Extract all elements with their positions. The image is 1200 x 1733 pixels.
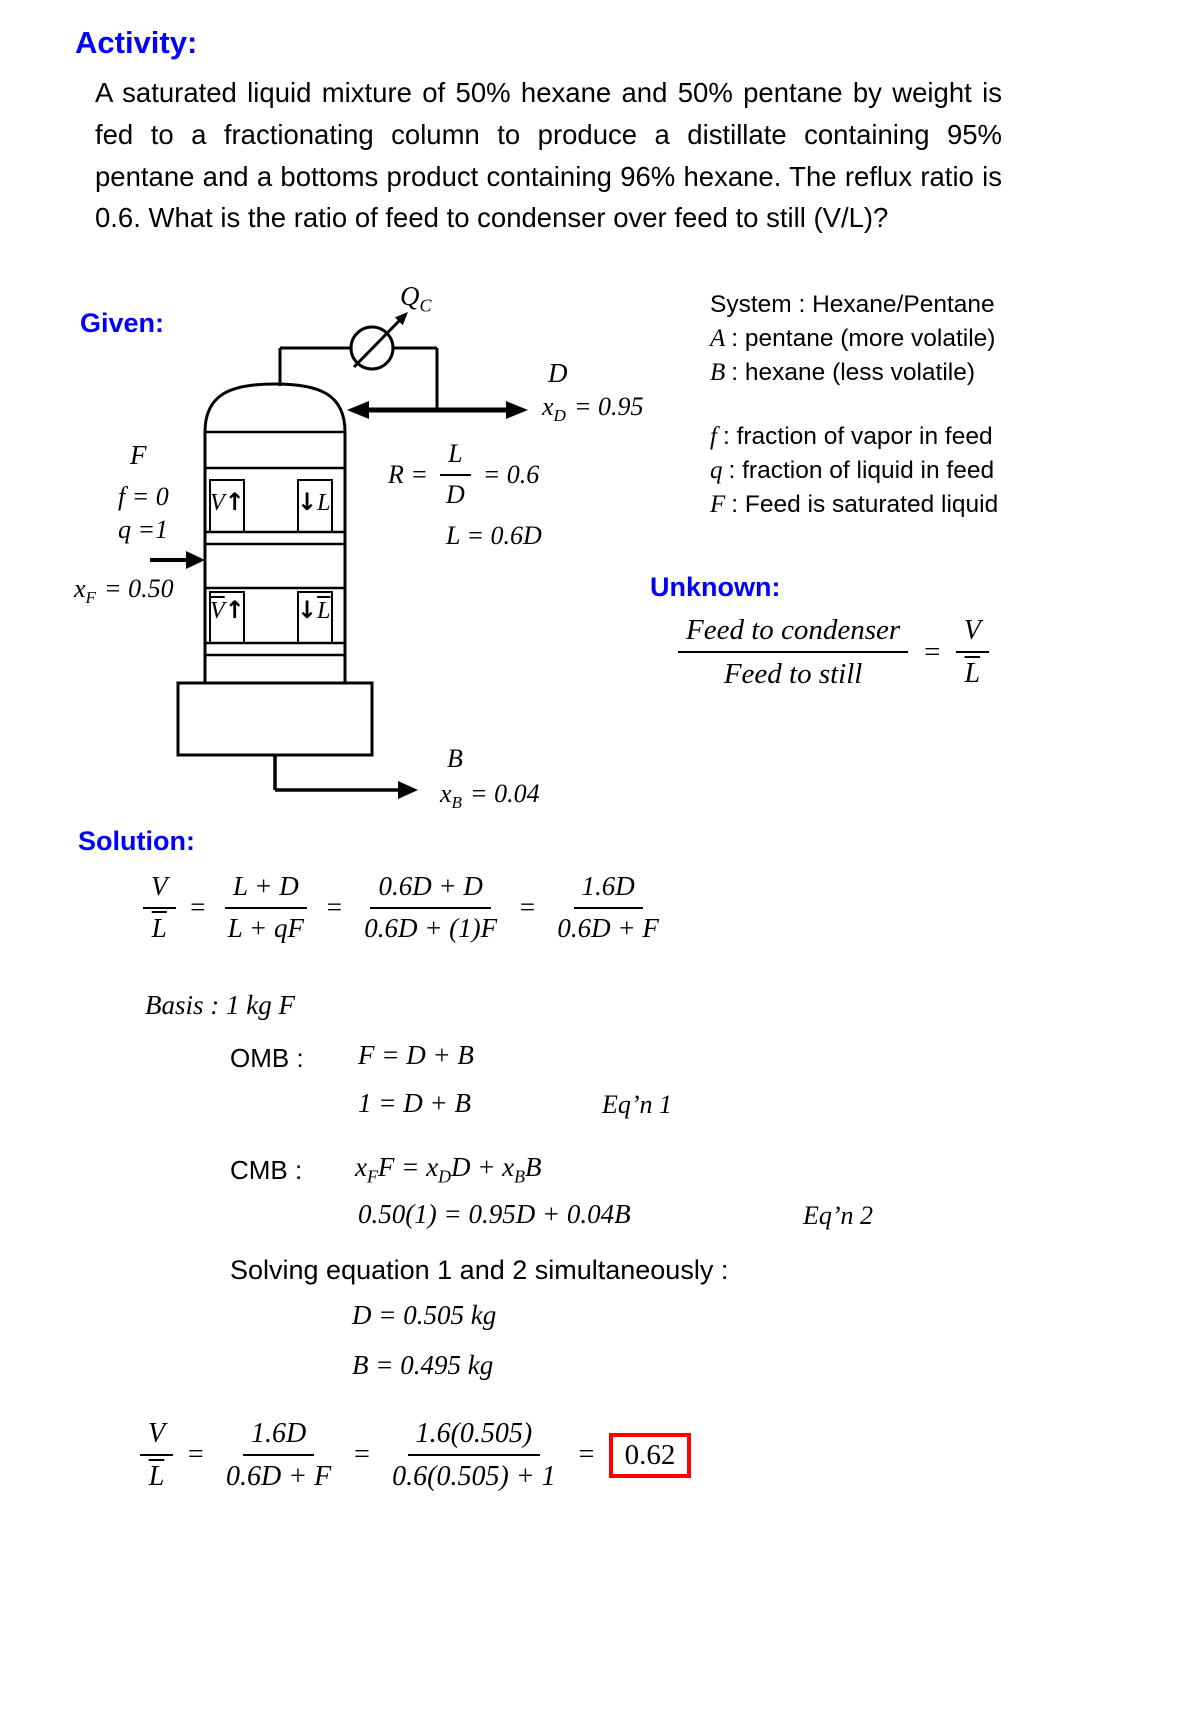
down-arrow-icon: ↓	[297, 596, 318, 624]
legend-item-feed: F: Feed is saturated liquid	[710, 491, 999, 518]
condenser-duty-label: QC	[400, 281, 432, 316]
legend-item-pentane: A: pentane (more volatile)	[710, 325, 996, 352]
omb-equation: F = D + B	[358, 1040, 474, 1070]
equals-sign: =	[324, 892, 344, 923]
column-body	[176, 382, 374, 757]
reflux-flow-equation: L = 0.6D	[446, 521, 542, 550]
reflux-return-arrowhead	[347, 401, 369, 419]
cmb-equation-numeric: 0.50(1) = 0.95D + 0.04B	[358, 1199, 631, 1229]
distillation-column-diagram	[150, 312, 528, 799]
bottoms-arrow	[273, 755, 418, 799]
omb-equation-numeric: 1 = D + B	[358, 1088, 471, 1118]
stripping-vapor-label: V↑	[210, 596, 245, 624]
feed-arrow	[150, 551, 205, 569]
up-arrow-icon: ↑	[224, 488, 245, 516]
feed-label: F	[130, 440, 147, 470]
distillate-arrow	[347, 401, 528, 419]
final-answer-box: 0.62	[608, 1432, 692, 1478]
equation-2-tag: Eq’n 2	[803, 1201, 874, 1230]
liquid-fraction-equation: q =1	[118, 515, 169, 544]
vapor-fraction-equation: f = 0	[118, 482, 169, 511]
solution-heading: Solution:	[78, 826, 195, 856]
stripping-tray-box-right	[297, 591, 333, 644]
reboiler-still	[176, 681, 374, 757]
legend-spacer	[710, 390, 998, 420]
equals-sign: =	[518, 892, 537, 923]
basis-statement: Basis : 1 kg F	[145, 990, 295, 1020]
stripping-tray-box-left	[209, 591, 245, 644]
activity-heading: Activity:	[75, 25, 198, 60]
rectifying-tray-box-left	[209, 479, 245, 533]
distillate-composition-label: xD= 0.95	[542, 392, 644, 426]
problem-statement: A saturated liquid mixture of 50% hexane…	[95, 77, 1002, 234]
distillate-label: D	[548, 358, 568, 388]
bottoms-result: B = 0.495 kg	[352, 1350, 494, 1380]
equals-sign: =	[188, 892, 207, 923]
stripping-liquid-label: ↓L	[297, 596, 331, 624]
equals-sign: =	[922, 635, 942, 668]
distillate-result: D = 0.505 kg	[352, 1300, 497, 1330]
rectifying-vapor-label: V↑	[210, 488, 245, 516]
cmb-label: CMB :	[230, 1155, 303, 1185]
equation-1-tag: Eq’n 1	[602, 1090, 673, 1119]
legend-item-liquid-fraction: q: fraction of liquid in feed	[710, 457, 995, 484]
legend-item-hexane: B: hexane (less volatile)	[710, 359, 976, 386]
solving-statement: Solving equation 1 and 2 simultaneously …	[230, 1255, 729, 1285]
equals-sign: =	[186, 1439, 206, 1470]
down-arrow-icon: ↓	[297, 488, 318, 516]
legend-item-vapor-fraction: f: fraction of vapor in feed	[710, 423, 993, 450]
qc-arrowhead	[395, 312, 408, 326]
bottoms-label: B	[447, 744, 463, 773]
condenser-symbol	[349, 312, 408, 371]
fraction-numeric: 1.6(0.505)0.6(0.505) + 1	[392, 1418, 556, 1492]
system-label: System : Hexane/Pentane	[710, 291, 995, 318]
up-arrow-icon: ↑	[224, 596, 245, 624]
given-heading: Given:	[80, 308, 165, 338]
cmb-equation: xFF = xDD + xBB	[355, 1152, 542, 1187]
omb-label: OMB :	[230, 1043, 304, 1073]
feed-composition-label: xF= 0.50	[74, 574, 174, 608]
bottoms-composition-label: xB= 0.04	[440, 779, 540, 813]
system-legend: System : Hexane/Pentane A: pentane (more…	[710, 288, 998, 522]
rectifying-liquid-label: ↓L	[297, 488, 331, 516]
equals-sign: =	[352, 1439, 372, 1470]
rectifying-tray-box-right	[297, 479, 333, 533]
equals-sign: =	[576, 1439, 596, 1470]
unknown-heading: Unknown:	[650, 572, 781, 602]
